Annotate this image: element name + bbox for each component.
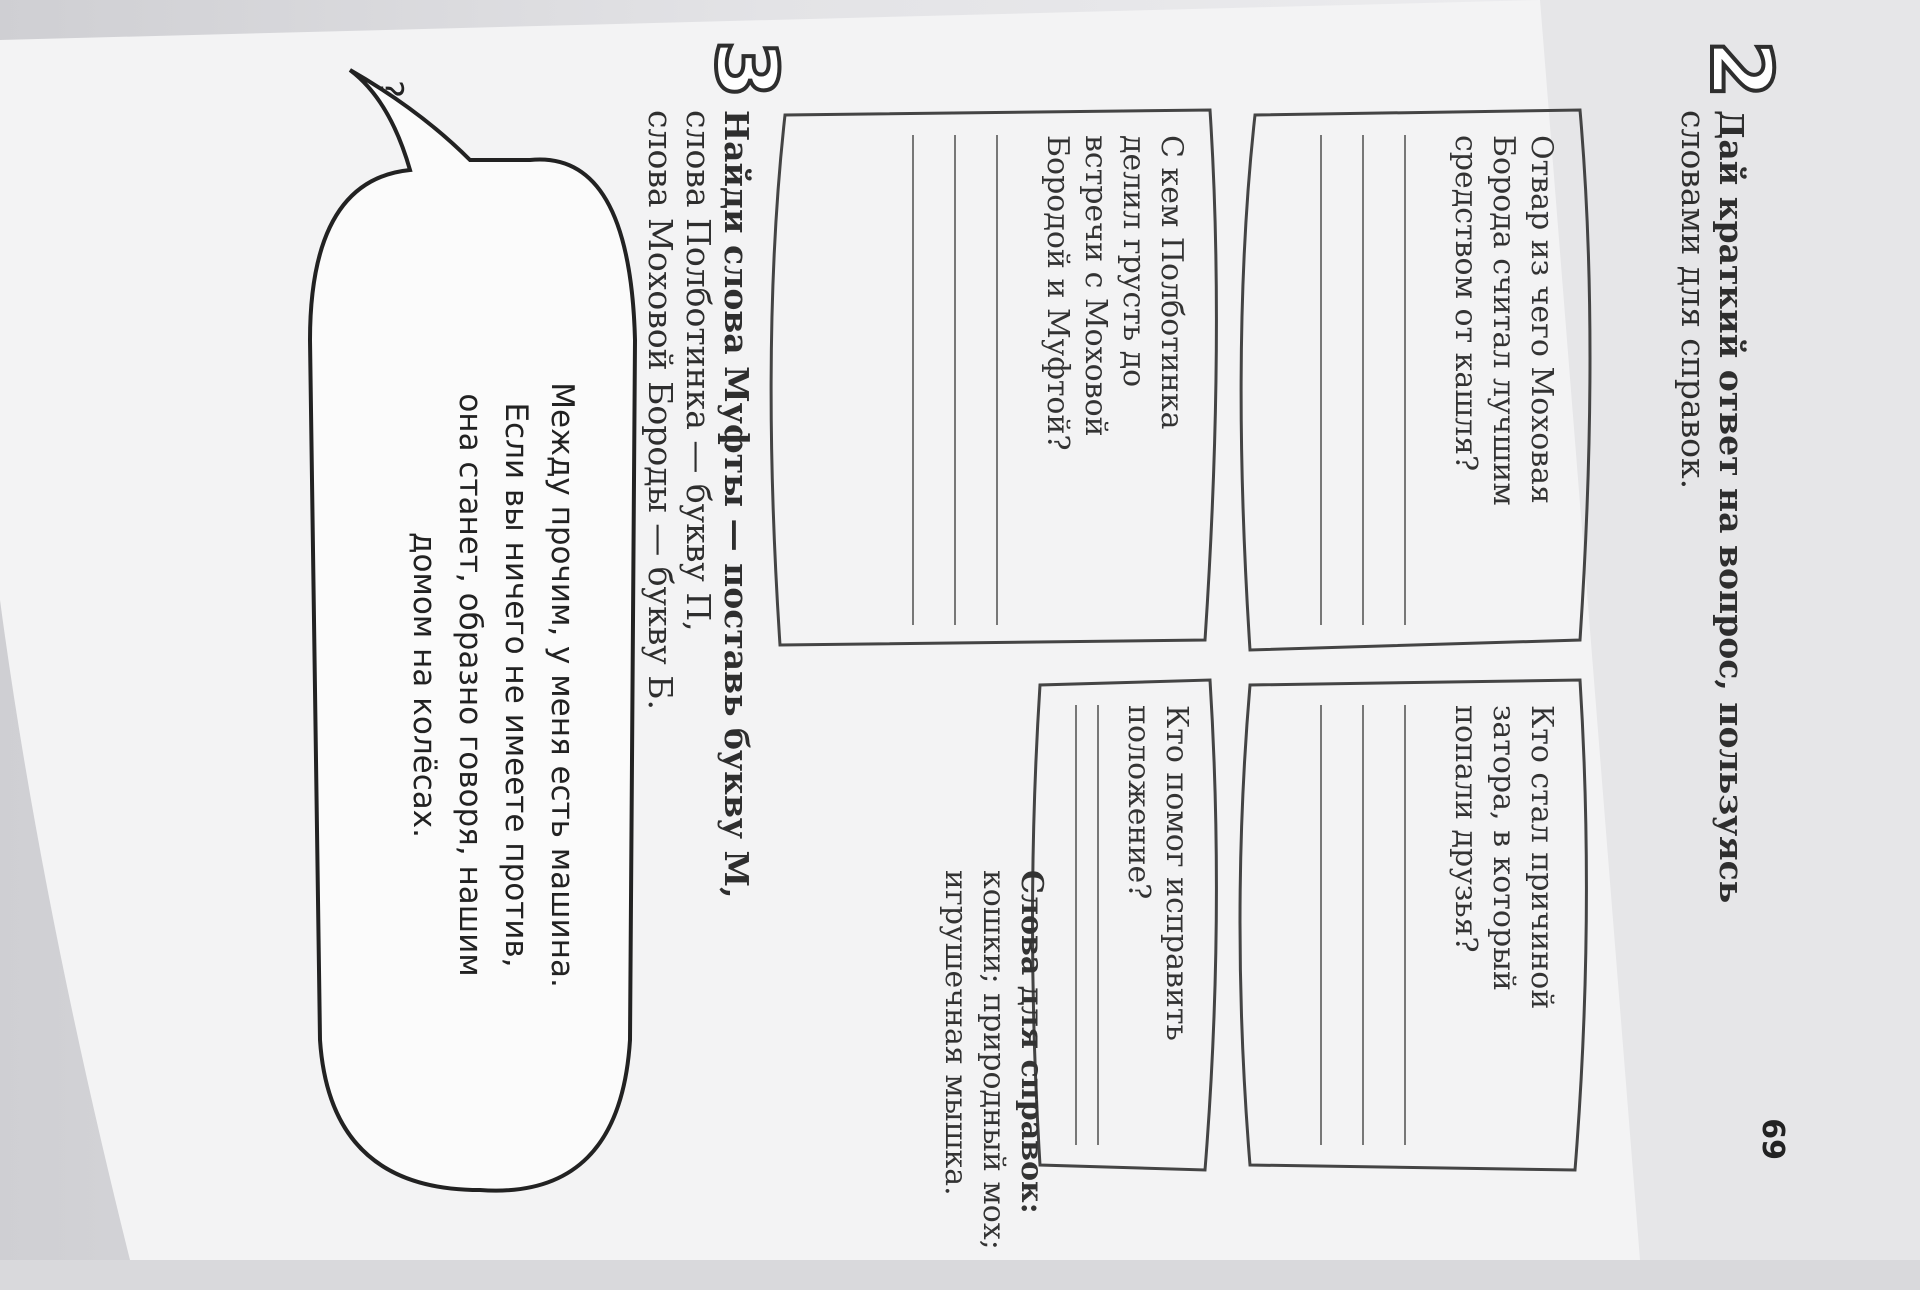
- answer-line[interactable]: [954, 135, 956, 625]
- task-text-line: Найди слова Муфты — поставь букву М,: [717, 110, 756, 899]
- speech-bubble: [307, 68, 638, 1193]
- bubble-line: она станет, образно говоря, нашим: [452, 393, 488, 977]
- answer-line[interactable]: [1097, 705, 1099, 1145]
- answer-line[interactable]: [1404, 705, 1406, 1145]
- task-text-line: слова Полботинка — букву П,: [679, 110, 718, 632]
- answer-line[interactable]: [1362, 135, 1364, 625]
- answer-line[interactable]: [1404, 135, 1406, 625]
- task-3: 3 Найди слова Муфты — поставь букву М, с…: [641, 38, 797, 1110]
- answer-line[interactable]: [1320, 705, 1322, 1145]
- task-2: 2 Дай краткий ответ на вопрос, пользуясь…: [1674, 38, 1792, 1110]
- card-frame-3: [769, 108, 1218, 647]
- question-line: затора, в который: [1486, 705, 1521, 992]
- reference-line: игрушечная мышка.: [938, 870, 973, 1196]
- answer-line[interactable]: [1362, 705, 1364, 1145]
- question-line: средством от кашля?: [1448, 135, 1483, 472]
- card-question-3: С кем Полботинка делил грусть до встречи…: [912, 135, 1190, 625]
- task-text-line: Дай краткий ответ на вопрос, пользуясь: [1712, 110, 1751, 904]
- question-line: Борода считал лучшим: [1486, 135, 1521, 506]
- task-text-line: слова Моховой Бороды — букву Б.: [641, 110, 680, 710]
- question-line: делил грусть до: [1116, 135, 1151, 388]
- question-line: положение?: [1121, 705, 1156, 900]
- question-line: встречи с Моховой: [1078, 135, 1113, 437]
- page-decorations: [307, 68, 1592, 1193]
- question-line: Бородой и Муфтой?: [1040, 135, 1075, 451]
- bubble-line: Если вы ничего не имеете против,: [498, 402, 534, 968]
- answer-line[interactable]: [912, 135, 914, 625]
- card-frame-2: [1238, 678, 1588, 1172]
- reference-words: Слова для справок: кошки; природный мох;…: [936, 870, 1050, 1290]
- answer-line[interactable]: [1320, 135, 1322, 625]
- question-mark: ?: [370, 80, 410, 99]
- card-question-4: Кто помог исправить положение?: [1075, 705, 1195, 1145]
- question-line: Кто помог исправить: [1159, 705, 1194, 1041]
- task-number: 2: [1690, 38, 1792, 100]
- question-line: Отвар из чего Моховая: [1524, 135, 1559, 504]
- card-question-2: Кто стал причиной затора, в который попа…: [1320, 705, 1560, 1145]
- page-number: 69: [1755, 1118, 1790, 1160]
- card-frame-1: [1239, 108, 1592, 652]
- answer-line[interactable]: [996, 135, 998, 625]
- reference-heading: Слова для справок:: [1014, 870, 1049, 1214]
- question-line: попали друзья?: [1448, 705, 1483, 953]
- question-line: Кто стал причиной: [1524, 705, 1559, 1010]
- card-frame-4: [1031, 678, 1218, 1172]
- bubble-line: домом на колёсах.: [406, 532, 442, 838]
- answer-line[interactable]: [1075, 705, 1077, 1145]
- reference-line: кошки; природный мох;: [976, 870, 1011, 1250]
- question-line: С кем Полботинка: [1154, 135, 1189, 430]
- bubble-line: Между прочим, у меня есть машина.: [544, 382, 580, 988]
- card-question-1: Отвар из чего Моховая Борода считал лучш…: [1320, 135, 1560, 625]
- textbook-page: 69 2 Дай краткий ответ на вопрос, пользу…: [90, 38, 1810, 1250]
- task-text-line: словами для справок.: [1674, 110, 1713, 490]
- task-number: 3: [695, 38, 797, 100]
- speech-bubble-text: Между прочим, у меня есть машина. Если в…: [401, 220, 585, 1150]
